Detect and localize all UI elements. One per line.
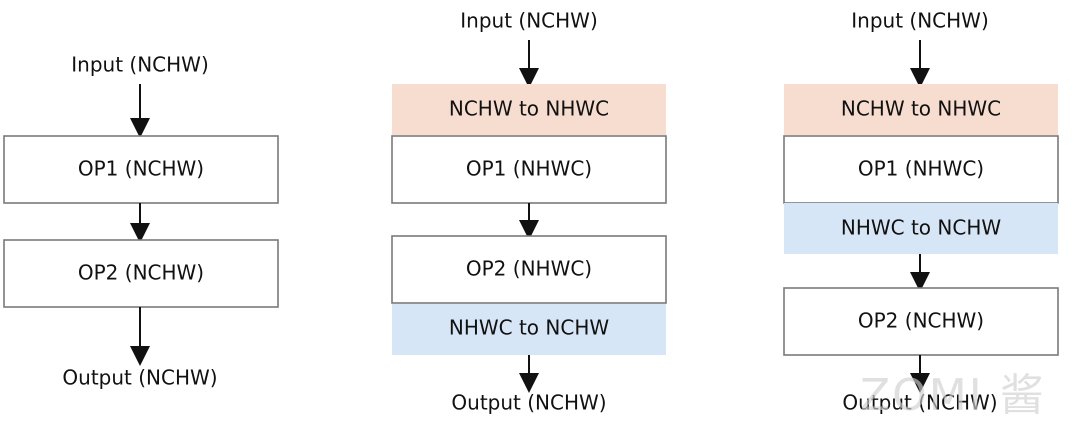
panel-2-op2-box [391,235,667,304]
panel-1-input-label: Input (NCHW) [71,53,209,77]
panel-2-output-label: Output (NCHW) [451,391,606,415]
panel-1-op1-label: OP1 (NCHW) [78,157,204,181]
panel-3-op1-label: OP1 (NHWC) [858,157,984,181]
panel-1-op2-label: OP2 (NCHW) [78,261,204,285]
panel-3-op2-label: OP2 (NCHW) [858,309,984,333]
panel-2-op2-label: OP2 (NHWC) [466,257,592,281]
panel-3-convert-mid-label: NHWC to NCHW [841,216,1001,240]
panel-2-convert-out-block [392,304,666,355]
panel-3-output-label: Output (NCHW) [842,391,997,415]
panel-2-convert-out-label: NHWC to NCHW [449,316,609,340]
panel-2-op1-label: OP1 (NHWC) [466,157,592,181]
panel-3: Input (NCHW) NCHW to NHWC OP1 (NHWC) NHW… [783,9,1059,415]
watermark-text: ZOMI 酱 [860,370,1046,421]
panel-2-convert-in-label: NCHW to NHWC [449,97,609,121]
panel-3-convert-in-block [784,84,1058,135]
panel-1: Input (NCHW) OP1 (NCHW) OP2 (NCHW) Outpu… [3,53,279,390]
panel-2-input-label: Input (NCHW) [460,9,598,33]
panel-2: Input (NCHW) NCHW to NHWC OP1 (NHWC) OP2… [391,9,667,415]
panel-3-convert-mid-block [784,203,1058,254]
panel-3-convert-in-label: NCHW to NHWC [841,97,1001,121]
panel-3-input-label: Input (NCHW) [851,9,989,33]
panel-2-convert-in-block [392,84,666,135]
panel-3-op1-box [783,135,1059,204]
panel-1-output-label: Output (NCHW) [62,366,217,390]
panel-2-op1-box [391,135,667,204]
panel-1-op2-box [3,239,279,308]
